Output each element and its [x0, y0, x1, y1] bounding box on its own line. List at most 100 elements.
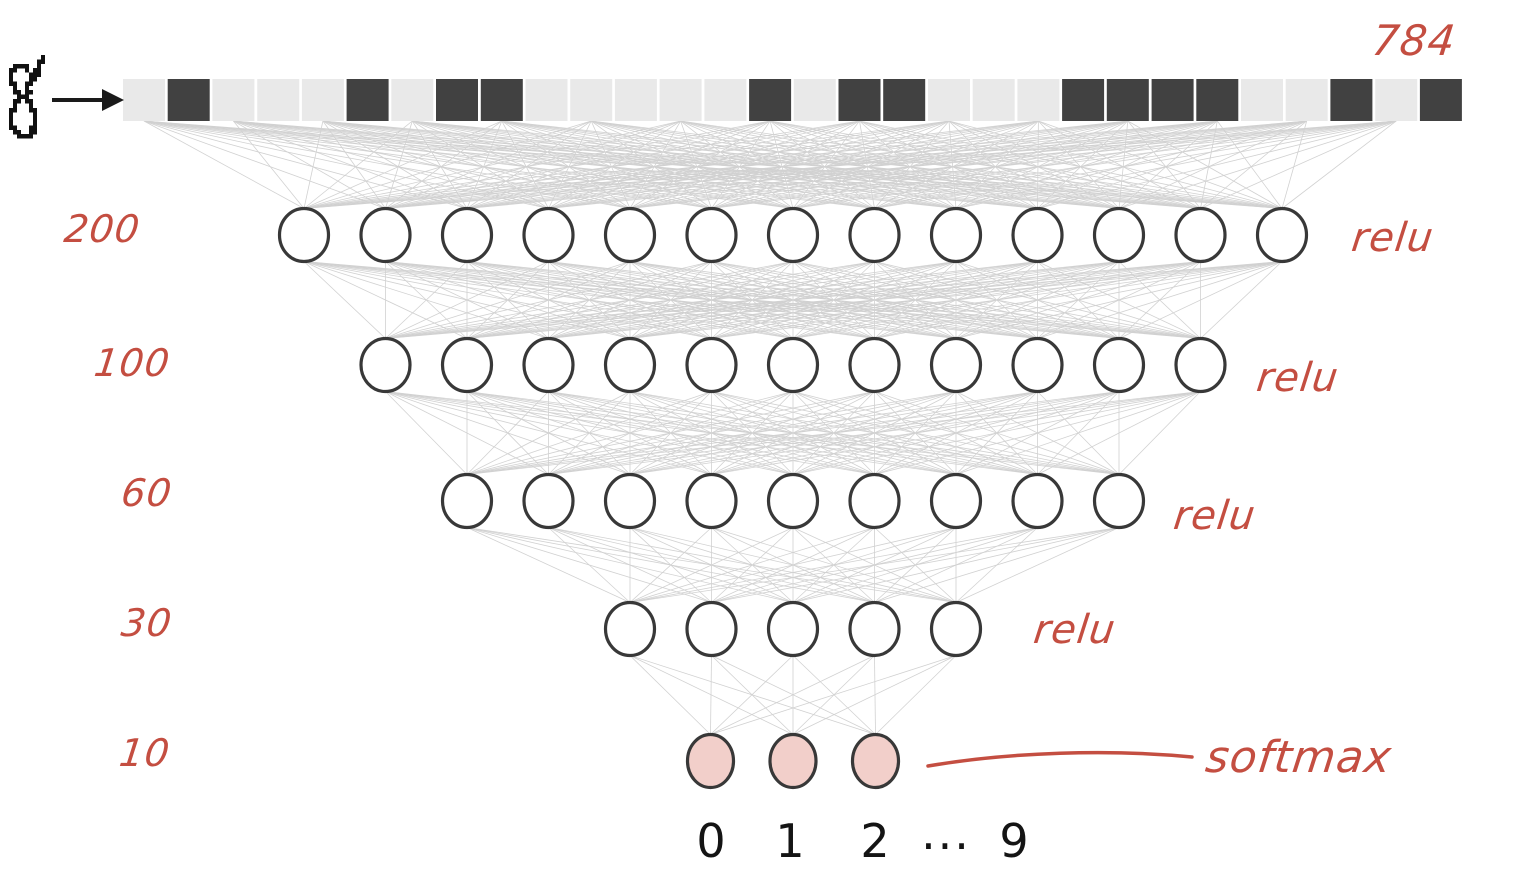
connection-line [711, 120, 1397, 209]
connection-line [303, 120, 771, 209]
digit-8-pixel [33, 121, 38, 126]
connection-line [629, 120, 1307, 209]
connection-line [466, 120, 950, 209]
neuron [359, 206, 412, 264]
connection-line [629, 527, 875, 603]
digit-8-pixel [25, 85, 30, 91]
connection-line [629, 120, 771, 209]
connection-line [303, 120, 502, 209]
activation-label-relu-60: relu [1171, 493, 1259, 539]
connection-line [955, 120, 1218, 209]
input-pixel-light [570, 79, 613, 121]
digit-8-pixel [9, 81, 14, 86]
connection-line [711, 120, 771, 209]
digit-8-pixel [17, 90, 22, 95]
input-pixel-dark [883, 79, 926, 121]
digit-8-pixel [13, 129, 18, 135]
activation-label-softmax: softmax [1202, 732, 1395, 783]
neuron [603, 206, 657, 264]
connection-line [233, 120, 957, 209]
connection-line [629, 120, 950, 209]
connection-line [629, 527, 1038, 603]
connection-line [466, 391, 875, 475]
connection-line [548, 391, 1201, 475]
connection-line [1037, 261, 1283, 339]
connection-line [859, 120, 875, 209]
connection-line [1037, 120, 1307, 209]
neuron [848, 336, 901, 394]
connection-line [548, 120, 771, 209]
neuron [929, 472, 983, 530]
connection-line [548, 120, 681, 209]
connection-line [303, 120, 1218, 209]
connection-line [874, 391, 1201, 475]
connection-line [1038, 120, 1120, 209]
digit-8-pixel [29, 134, 34, 139]
connection-line [1281, 120, 1397, 209]
connection-line [501, 120, 1120, 209]
connection-line [792, 120, 1307, 209]
connection-lines [143, 120, 1397, 735]
connection-line [711, 120, 860, 209]
connection-line [322, 120, 1120, 209]
activation-label-relu-200: relu [1349, 215, 1437, 261]
digit-8-pixel [13, 85, 18, 91]
neuron [277, 206, 331, 264]
connection-line [548, 120, 950, 209]
connection-line [1118, 120, 1129, 209]
connection-line [710, 655, 794, 735]
connection-line [143, 120, 305, 209]
digit-8-pixel [33, 116, 38, 122]
connection-line [874, 120, 1307, 209]
neuron [766, 600, 820, 658]
connection-line [680, 120, 875, 209]
connection-line [711, 120, 1039, 209]
connection-line [711, 391, 1201, 475]
connection-line [769, 120, 794, 209]
connection-line [792, 261, 1283, 339]
neuron [848, 600, 901, 658]
neuron [1174, 336, 1227, 394]
connection-line [874, 120, 1218, 209]
connection-line [859, 120, 1038, 209]
connection-line [385, 120, 950, 209]
connection-line [466, 120, 1128, 209]
connection-line [859, 120, 1120, 209]
output-label-1: 1 [775, 814, 805, 868]
digit-8-pixel [37, 59, 42, 64]
connection-line [466, 391, 1201, 475]
connection-line [385, 261, 549, 339]
digit-8-pixel [17, 63, 22, 69]
digit-8-pixel [9, 68, 14, 73]
neuron [522, 472, 575, 530]
connection-line [792, 120, 860, 209]
connection-line [385, 261, 468, 339]
connection-line [466, 391, 712, 475]
layer-100-neurons [359, 336, 1227, 394]
connection-line [792, 527, 1120, 603]
digit-8-pixel [29, 103, 34, 108]
neuron [685, 600, 738, 658]
output-neuron [850, 732, 901, 790]
connection-line [629, 120, 1218, 209]
digit-8-pixel [29, 129, 34, 135]
connection-line [859, 120, 957, 209]
neuron [1174, 206, 1227, 264]
input-pixel-light [704, 79, 747, 121]
digit-8-pixel [33, 129, 38, 135]
digit-8-pixel [17, 129, 22, 135]
connection-line [412, 120, 1120, 209]
connection-line [548, 120, 1128, 209]
input-pixel-dark [838, 79, 881, 121]
connection-line [466, 391, 957, 475]
output-label-2: 2 [860, 814, 890, 868]
connection-line [948, 120, 957, 209]
connection-line [385, 261, 1283, 339]
connection-line [385, 261, 1201, 339]
connection-line [385, 261, 875, 339]
digit-8-pixel [33, 125, 38, 130]
layer-30-neurons [603, 600, 983, 658]
digit-8-pixel [37, 68, 42, 73]
connection-line [792, 120, 1397, 209]
connection-line [1200, 120, 1307, 209]
